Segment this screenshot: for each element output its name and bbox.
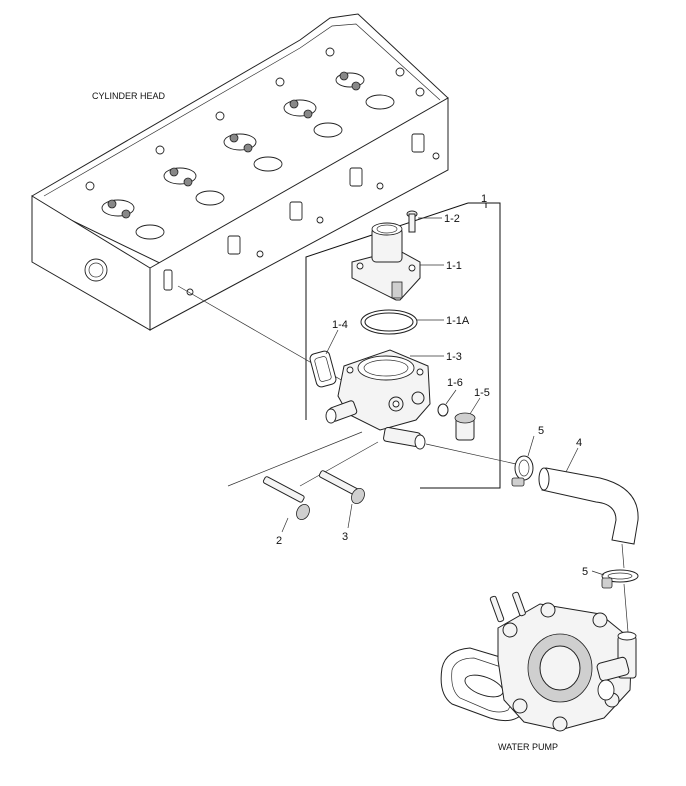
gasket-1-4	[309, 350, 337, 388]
assembly-1-bracket	[420, 202, 501, 489]
bolt-2	[262, 476, 310, 521]
caption-cylinder-head: CYLINDER HEAD	[92, 91, 166, 101]
water-pump	[440, 591, 637, 732]
callout-1-3: 1-3	[446, 351, 462, 363]
callout-1-5: 1-5	[474, 387, 490, 399]
o-ring-1-1a	[360, 309, 418, 335]
bolt-1-2	[406, 210, 418, 233]
callout-2: 2	[276, 535, 282, 547]
small-o-ring-1-6	[437, 403, 449, 417]
callout-1-4: 1-4	[332, 319, 348, 331]
valve-pockets	[85, 47, 425, 240]
cylinder-head	[31, 13, 449, 331]
callout-3: 3	[342, 531, 348, 543]
bolt-3	[318, 470, 365, 505]
caption-water-pump: WATER PUMP	[498, 742, 558, 752]
callout-5-bottom: 5	[582, 566, 588, 578]
callout-1-6: 1-6	[447, 377, 463, 389]
callout-5-top: 5	[538, 425, 544, 437]
thermostat-housing-1-3	[325, 349, 431, 450]
callout-1-1a: 1-1A	[446, 315, 470, 327]
hose-clamp-top	[511, 455, 534, 487]
hose-clamp-bottom	[601, 569, 639, 589]
callout-1-1: 1-1	[446, 260, 462, 272]
callout-4: 4	[576, 437, 582, 449]
hose-4	[541, 467, 639, 545]
callout-1-2: 1-2	[444, 213, 460, 225]
callout-1: 1	[481, 193, 487, 205]
side-ports	[163, 133, 440, 296]
thermostat-cover-1-1	[351, 222, 421, 301]
front-port	[84, 258, 108, 282]
plug-1-5	[454, 412, 476, 441]
